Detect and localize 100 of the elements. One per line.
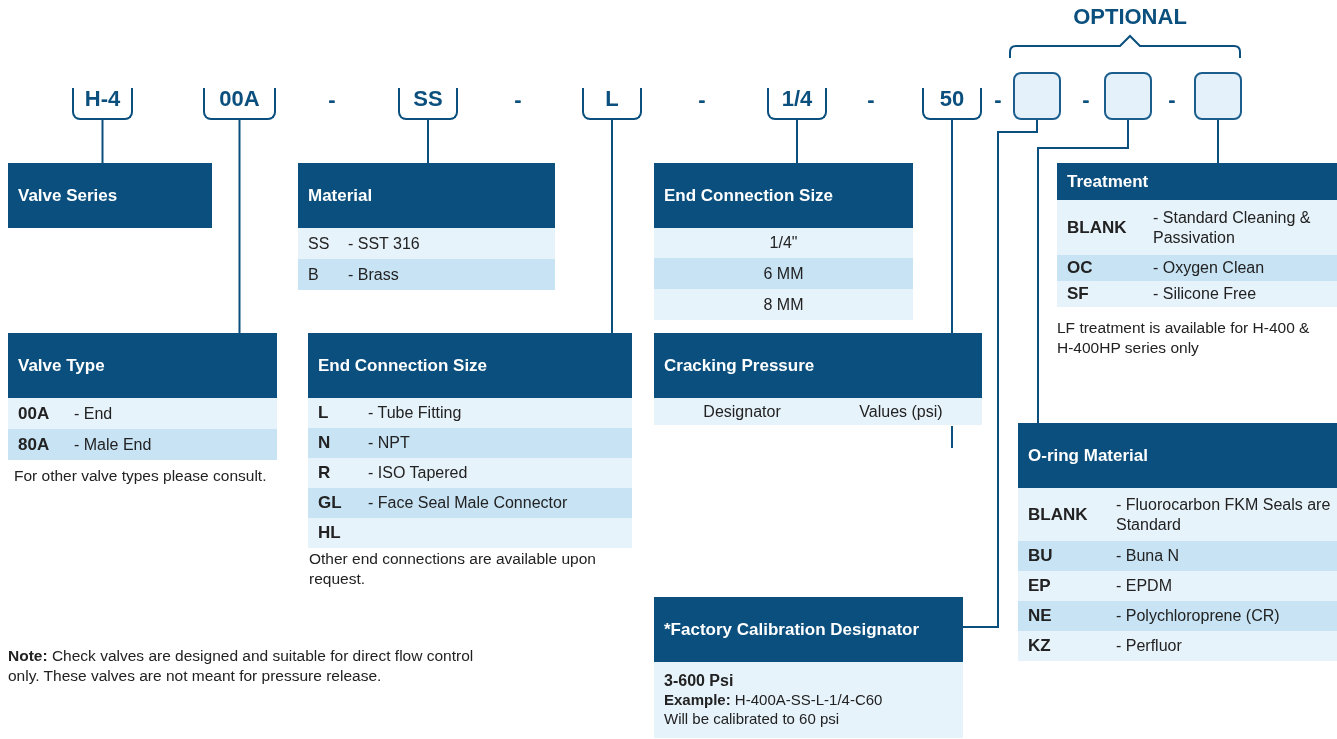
separator-dash: - [993,86,1003,114]
connector-line [101,119,104,164]
option-code: 00A [18,403,51,424]
table-header: Valve Series [8,163,212,228]
connector-line [427,119,429,164]
table-row [654,289,913,320]
code-bracket [203,88,276,120]
code-bracket [398,88,458,120]
option-code: HL [318,523,342,543]
table-row [1018,541,1337,571]
row-text: 6 MM [763,264,804,283]
table-row [8,398,277,429]
table-row [8,429,277,460]
code-bracket [922,88,982,120]
option-code: B [308,265,320,284]
table-header: Treatment [1057,163,1337,200]
table-header: End Connection Size [308,333,632,398]
connector-line [951,119,953,334]
note-text: Note: Check valves are designed and suitable for direct flow control only. These valves are not meant for pressure release. [8,646,475,687]
table-row [1057,200,1337,255]
table-row [654,228,913,258]
option-code: BLANK [1067,217,1128,238]
table-row [308,518,632,548]
option-description: - Face Seal Male Connector [368,493,569,513]
table-row [298,228,555,259]
connector-line [238,119,241,334]
empty-code-box [1013,72,1061,120]
option-code: BU [1028,546,1054,566]
option-description: - Oxygen Clean [1153,258,1266,278]
option-code: GL [318,493,343,513]
note-text: LF treatment is available for H-400 & H-400HP series only [1057,318,1311,359]
table-row [1018,571,1337,601]
separator-dash: - [866,86,876,114]
option-code: EP [1028,576,1052,596]
option-code: BLANK [1028,504,1089,525]
code-bracket [72,88,133,120]
table-header: *Factory Calibration Designator [654,597,963,662]
connector-line [1217,119,1219,164]
table-row [1018,631,1337,661]
option-code: 80A [18,434,51,455]
option-description: - Perfluor [1116,636,1183,656]
option-code: KZ [1028,636,1052,656]
option-code: R [318,463,332,483]
option-description: - EPDM [1116,576,1173,596]
option-description: - Brass [348,264,400,285]
table-row [1057,281,1337,307]
separator-dash: - [513,86,523,114]
optional-heading: OPTIONAL [1072,3,1188,31]
row-text: 8 MM [763,295,804,314]
option-code: SS [308,234,331,253]
table-row [308,488,632,518]
connector-line [1037,119,1129,424]
option-description: - Buna N [1116,546,1181,566]
note-text: Will be calibrated to 60 psi [664,710,840,729]
table-row [308,398,632,428]
option-description: - Fluorocarbon FKM Seals are Standard [1116,495,1332,534]
option-description: - NPT [368,433,411,453]
option-description: - SST 316 [348,233,421,254]
table-header: Material [298,163,555,228]
connector-line [611,119,613,334]
code-bracket [767,88,827,120]
option-code: N [318,433,332,453]
code-bracket [582,88,642,120]
option-description: - Polychloroprene (CR) [1116,606,1281,626]
note-text: For other valve types please consult. [14,466,268,486]
table-header: Cracking Pressure [654,333,982,398]
table-row [654,398,982,425]
table-header: End Connection Size [654,163,913,228]
column-heading: Designator [703,402,781,421]
range-text: 3-600 Psi [664,671,734,692]
empty-code-box [1194,72,1242,120]
table-header: Valve Type [8,333,277,398]
separator-dash: - [697,86,707,114]
note-text: Example: H-400A-SS-L-1/4-C60 [664,691,883,710]
row-text: 1/4" [769,234,798,252]
option-description: - ISO Tapered [368,463,469,483]
option-code: OC [1067,258,1094,278]
table-row [1018,601,1337,631]
table-row [308,428,632,458]
table-row [298,259,555,290]
option-description: - Tube Fitting [368,403,463,423]
empty-code-box [1104,72,1152,120]
connector-line [962,119,1038,628]
separator-dash: - [327,86,337,114]
table-row [654,662,963,738]
table-row [1018,488,1337,541]
option-description: - Standard Cleaning & Passivation [1153,208,1312,247]
option-description: - Male End [74,434,153,455]
option-description: - End [74,403,114,424]
table-row [1057,255,1337,281]
option-description: - Silicone Free [1153,284,1258,304]
option-code: SF [1067,284,1090,304]
table-header: O-ring Material [1018,423,1337,488]
connector-line [796,119,798,164]
table-row [654,258,913,289]
separator-dash: - [1167,86,1177,114]
note-text: Other end connections are available upon request. [309,549,597,590]
separator-dash: - [1081,86,1091,114]
table-row [308,458,632,488]
option-code: NE [1028,606,1053,626]
